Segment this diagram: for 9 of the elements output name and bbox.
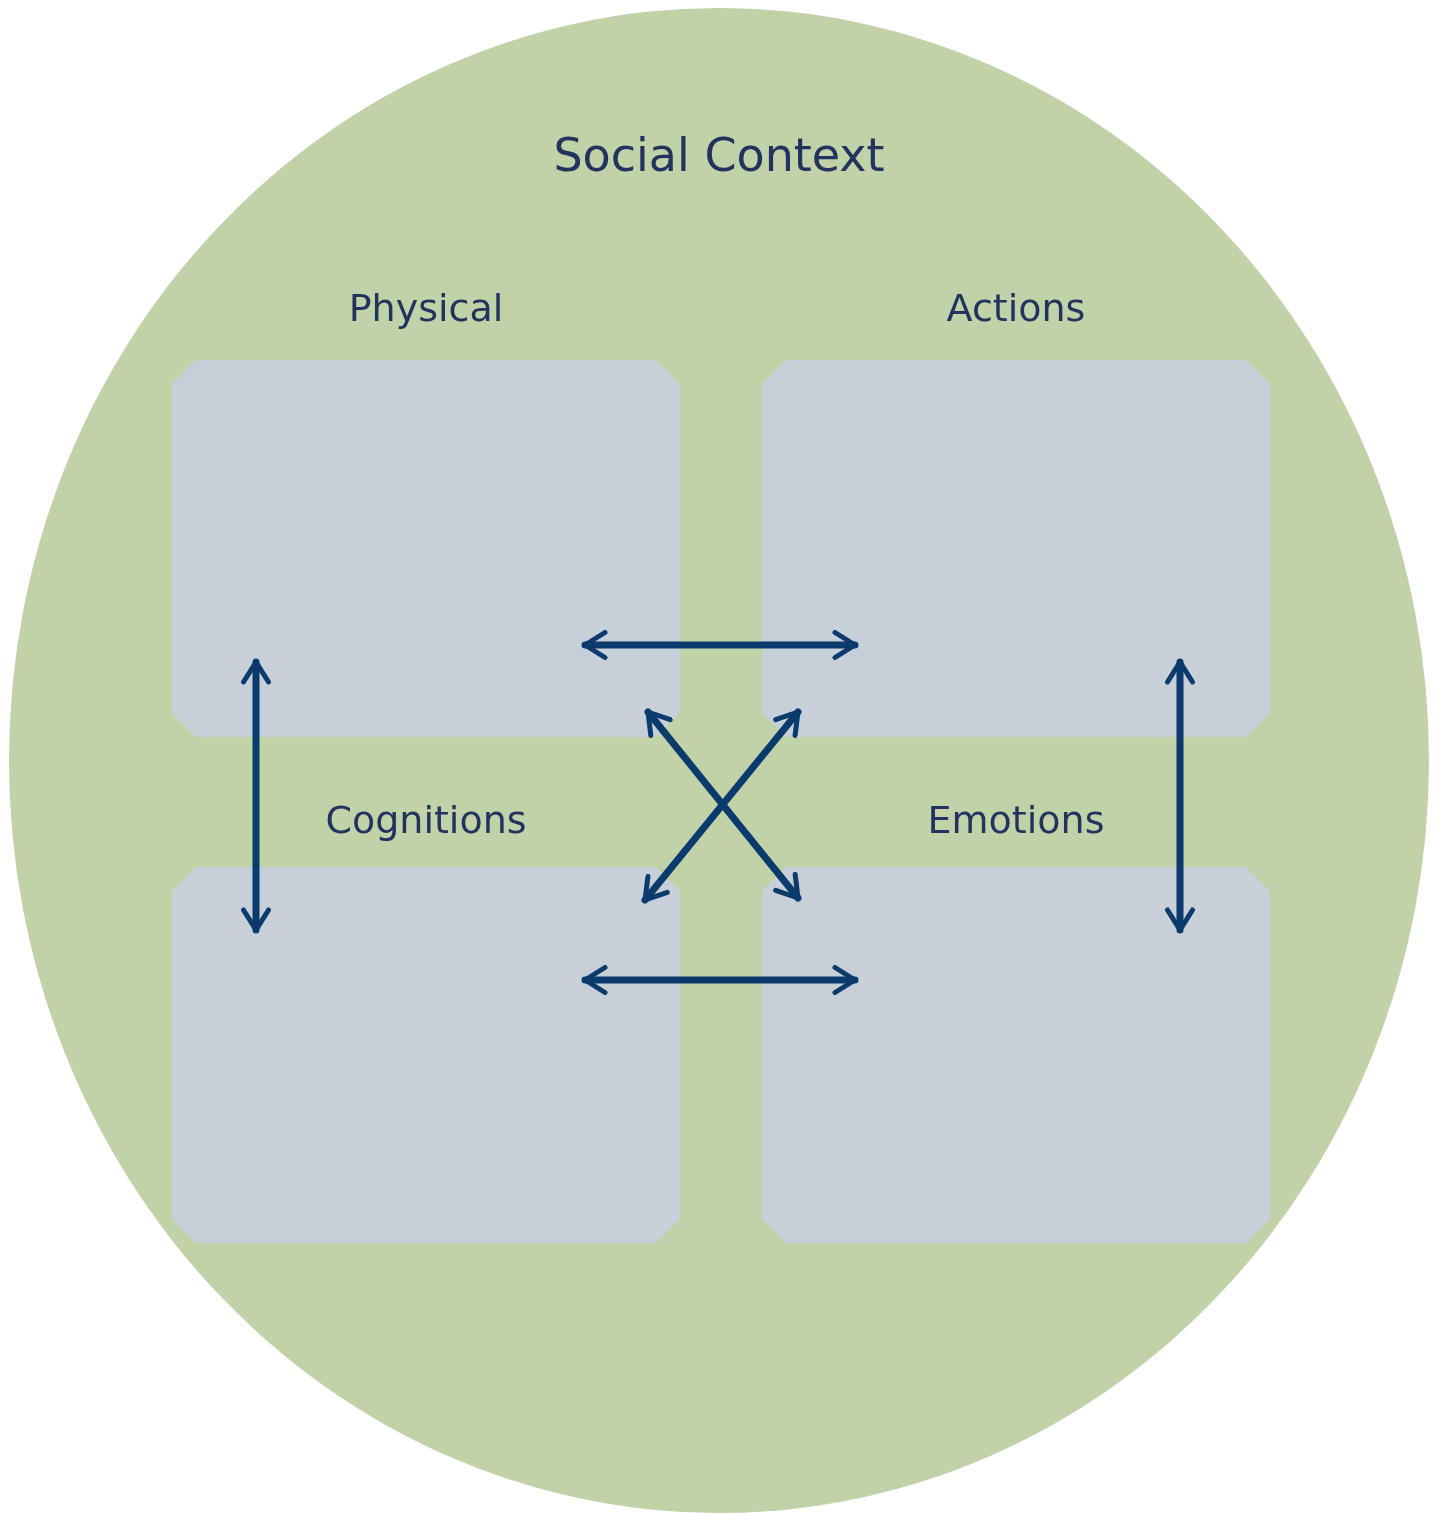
quadrant-heading: Cognitions xyxy=(325,798,527,842)
context-label: Social Context xyxy=(553,128,885,182)
quadrant-heading: Actions xyxy=(946,286,1086,330)
double-arrow xyxy=(581,965,859,995)
double-arrow xyxy=(1165,658,1195,934)
double-arrow xyxy=(581,630,859,660)
double-arrow xyxy=(241,658,271,934)
quadrant-heading: Emotions xyxy=(927,798,1105,842)
quadrant-heading: Physical xyxy=(348,286,504,330)
